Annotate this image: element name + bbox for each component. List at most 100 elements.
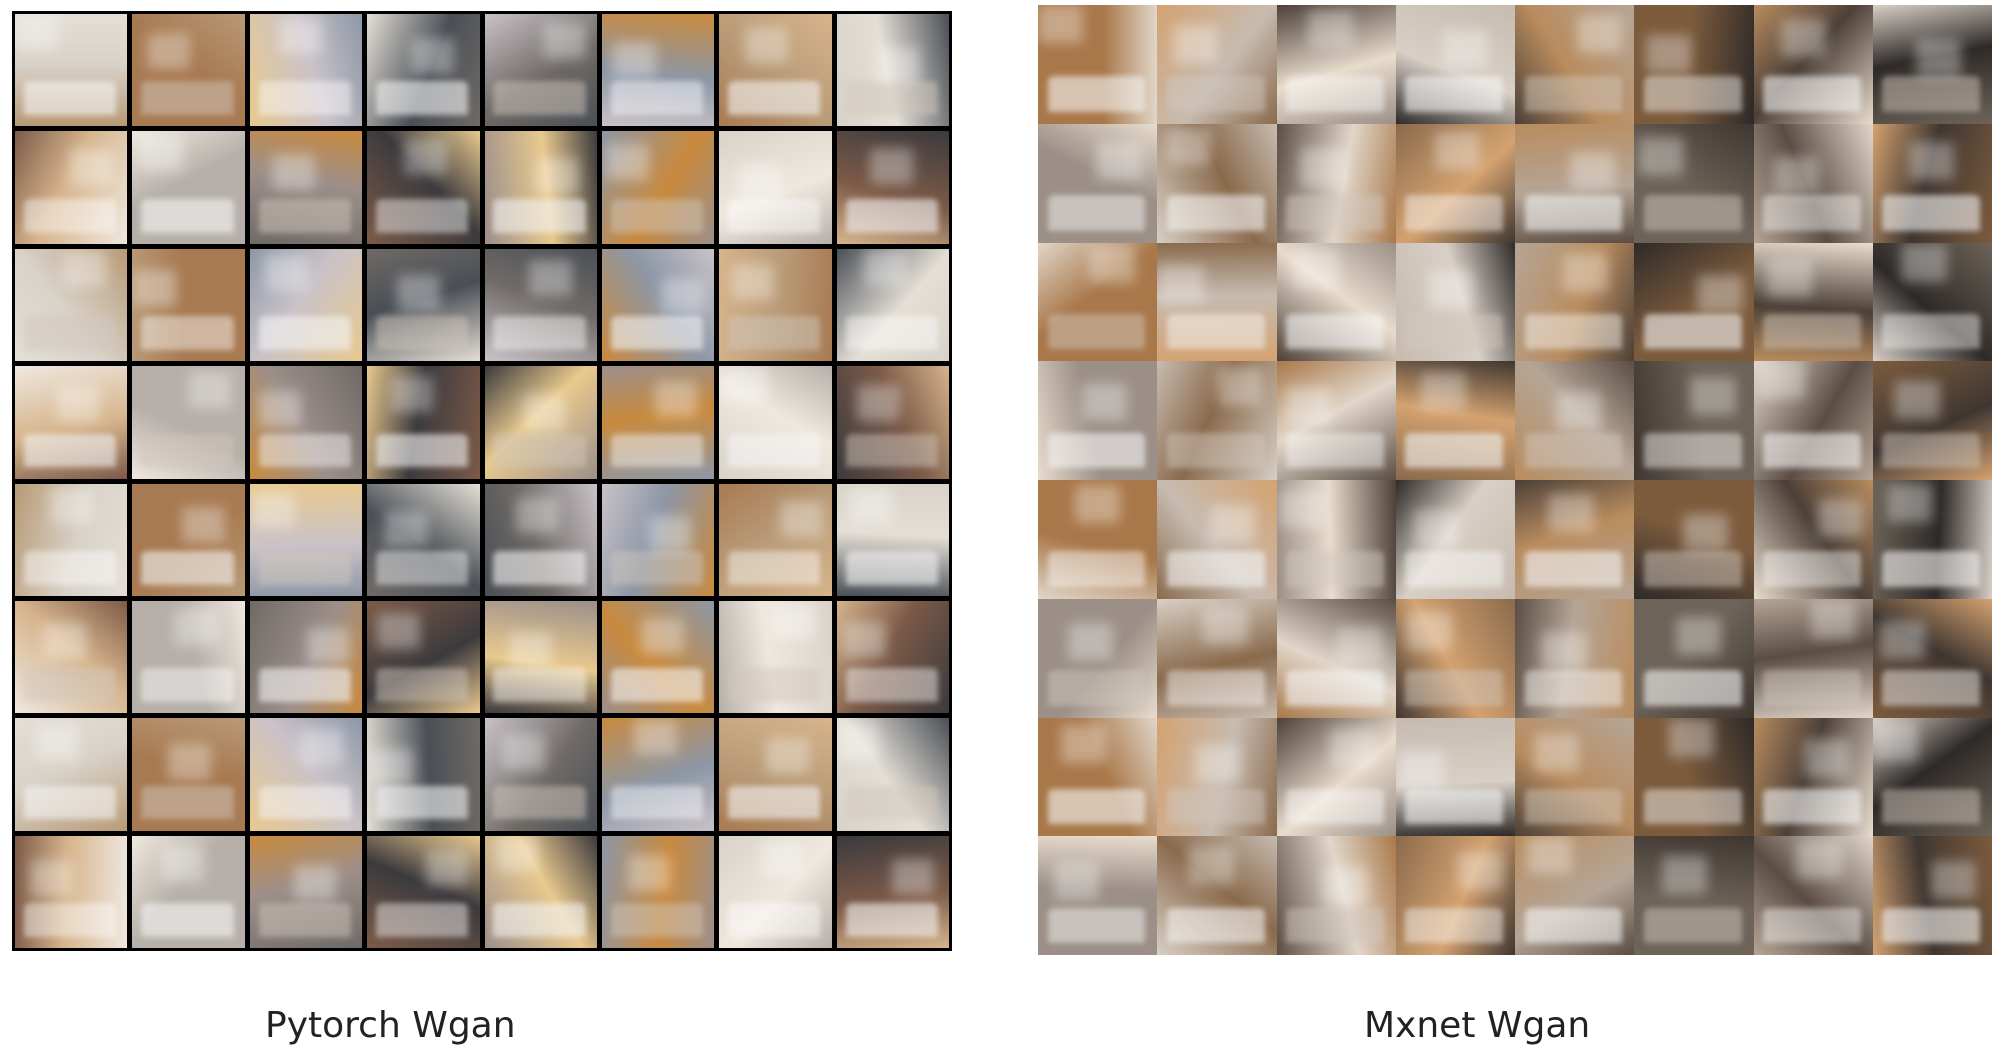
generated-bedroom-sample [484, 366, 597, 479]
generated-bedroom-sample [1157, 480, 1277, 599]
generated-bedroom-sample [1515, 242, 1635, 362]
generated-bedroom-sample [1038, 5, 1158, 124]
generated-bedroom-sample [1276, 361, 1396, 480]
generated-bedroom-sample [836, 835, 949, 948]
generated-bedroom-sample [132, 718, 245, 831]
mxnet-wgan-sample-grid [1038, 5, 1992, 955]
generated-bedroom-sample [1634, 242, 1754, 362]
generated-bedroom-sample [1395, 242, 1515, 362]
generated-bedroom-sample [367, 14, 480, 127]
generated-bedroom-sample [1753, 242, 1873, 362]
generated-bedroom-sample [1515, 836, 1635, 955]
generated-bedroom-sample [1872, 480, 1992, 599]
generated-bedroom-sample [1872, 361, 1992, 480]
pytorch-wgan-caption: Pytorch Wgan [265, 1005, 516, 1046]
generated-bedroom-sample [15, 835, 128, 948]
generated-bedroom-sample [367, 718, 480, 831]
generated-bedroom-sample [367, 600, 480, 714]
generated-bedroom-sample [719, 600, 832, 714]
generated-bedroom-sample [601, 718, 715, 831]
sample-grid-tiles [1038, 5, 1992, 955]
generated-bedroom-sample [1276, 5, 1396, 124]
generated-bedroom-sample [249, 718, 363, 831]
generated-bedroom-sample [1515, 598, 1635, 718]
generated-bedroom-sample [1276, 242, 1396, 362]
generated-bedroom-sample [1276, 598, 1396, 718]
generated-bedroom-sample [1038, 361, 1158, 480]
generated-bedroom-sample [719, 835, 832, 948]
generated-bedroom-sample [249, 483, 363, 596]
generated-bedroom-sample [484, 248, 597, 362]
generated-bedroom-sample [1157, 242, 1277, 362]
generated-bedroom-sample [1157, 836, 1277, 955]
generated-bedroom-sample [1872, 717, 1992, 837]
generated-bedroom-sample [601, 483, 715, 596]
generated-bedroom-sample [1157, 598, 1277, 718]
generated-bedroom-sample [1634, 480, 1754, 599]
generated-bedroom-sample [719, 483, 832, 596]
generated-bedroom-sample [132, 835, 245, 948]
generated-bedroom-sample [601, 366, 715, 479]
generated-bedroom-sample [1872, 598, 1992, 718]
generated-bedroom-sample [15, 131, 128, 244]
generated-bedroom-sample [1038, 123, 1158, 243]
generated-bedroom-sample [249, 14, 363, 127]
generated-bedroom-sample [601, 14, 715, 127]
generated-bedroom-sample [484, 14, 597, 127]
generated-bedroom-sample [1038, 717, 1158, 837]
generated-bedroom-sample [1038, 242, 1158, 362]
generated-bedroom-sample [836, 131, 949, 244]
generated-bedroom-sample [1276, 836, 1396, 955]
generated-bedroom-sample [1872, 123, 1992, 243]
generated-bedroom-sample [367, 835, 480, 948]
generated-bedroom-sample [1395, 5, 1515, 124]
generated-bedroom-sample [719, 14, 832, 127]
generated-bedroom-sample [1753, 836, 1873, 955]
generated-bedroom-sample [1395, 361, 1515, 480]
generated-bedroom-sample [132, 600, 245, 714]
generated-bedroom-sample [15, 366, 128, 479]
generated-bedroom-sample [1753, 717, 1873, 837]
generated-bedroom-sample [15, 483, 128, 596]
generated-bedroom-sample [836, 600, 949, 714]
generated-bedroom-sample [484, 483, 597, 596]
generated-bedroom-sample [1753, 480, 1873, 599]
generated-bedroom-sample [1395, 717, 1515, 837]
generated-bedroom-sample [1276, 480, 1396, 599]
generated-bedroom-sample [367, 248, 480, 362]
generated-bedroom-sample [1634, 717, 1754, 837]
generated-bedroom-sample [1634, 836, 1754, 955]
generated-bedroom-sample [601, 600, 715, 714]
generated-bedroom-sample [1395, 598, 1515, 718]
generated-bedroom-sample [484, 718, 597, 831]
generated-bedroom-sample [132, 14, 245, 127]
generated-bedroom-sample [1753, 5, 1873, 124]
generated-bedroom-sample [836, 483, 949, 596]
generated-bedroom-sample [1038, 598, 1158, 718]
mxnet-wgan-caption: Mxnet Wgan [1364, 1005, 1591, 1046]
generated-bedroom-sample [601, 835, 715, 948]
generated-bedroom-sample [1157, 123, 1277, 243]
generated-bedroom-sample [1157, 717, 1277, 837]
generated-bedroom-sample [719, 366, 832, 479]
sample-grid-tiles [15, 14, 949, 948]
generated-bedroom-sample [601, 248, 715, 362]
generated-bedroom-sample [1395, 836, 1515, 955]
generated-bedroom-sample [249, 835, 363, 948]
generated-bedroom-sample [1872, 242, 1992, 362]
generated-bedroom-sample [484, 835, 597, 948]
generated-bedroom-sample [1753, 123, 1873, 243]
generated-bedroom-sample [367, 131, 480, 244]
generated-bedroom-sample [1276, 123, 1396, 243]
generated-bedroom-sample [15, 600, 128, 714]
generated-bedroom-sample [601, 131, 715, 244]
generated-bedroom-sample [1515, 361, 1635, 480]
generated-bedroom-sample [249, 248, 363, 362]
generated-bedroom-sample [132, 248, 245, 362]
generated-bedroom-sample [836, 718, 949, 831]
generated-bedroom-sample [1038, 480, 1158, 599]
generated-bedroom-sample [15, 248, 128, 362]
generated-bedroom-sample [1515, 5, 1635, 124]
generated-bedroom-sample [1395, 123, 1515, 243]
generated-bedroom-sample [15, 718, 128, 831]
